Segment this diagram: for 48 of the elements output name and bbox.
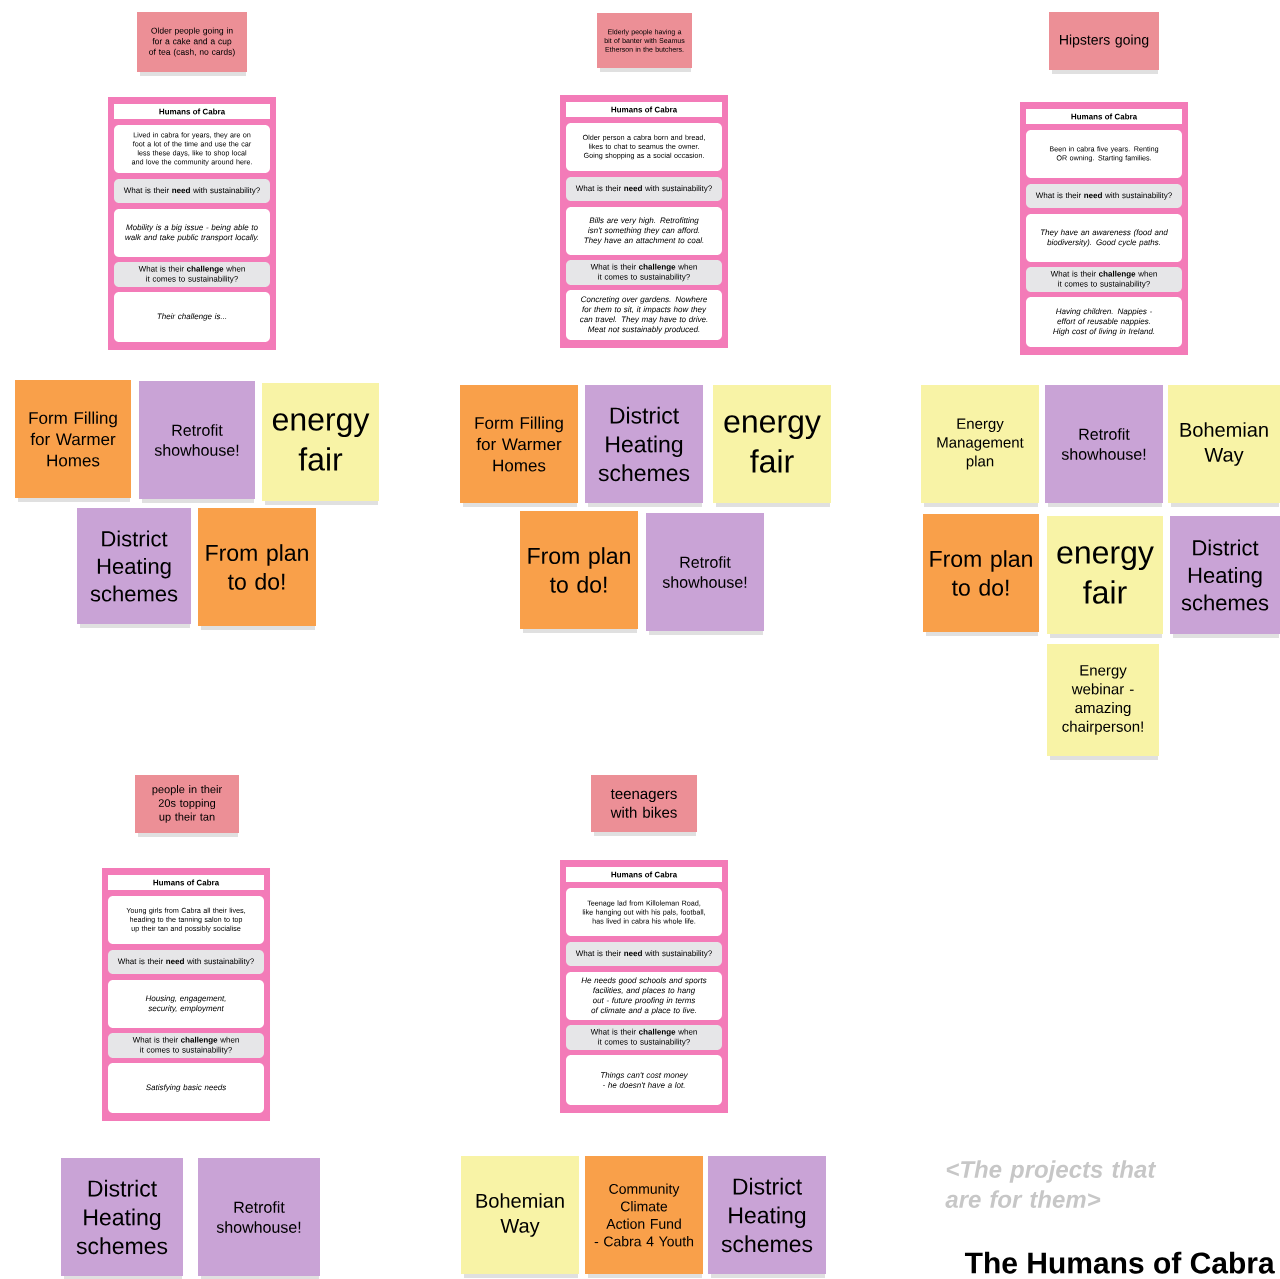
question-box: What is their need with sustainability? bbox=[114, 179, 270, 203]
sticky-note: From plan to do! bbox=[520, 511, 638, 629]
sticky-note: From plan to do! bbox=[198, 508, 316, 626]
question-box: What is their challenge when it comes to sustainability? bbox=[1026, 267, 1182, 292]
answer-box: Mobility is a big issue - being able to walk and take public transport locally. bbox=[114, 209, 270, 257]
sticky-note: Form Filling for Warmer Homes bbox=[15, 380, 131, 498]
sticky-note: Bohemian Way bbox=[1168, 385, 1280, 503]
question-box: What is their challenge when it comes to sustainability? bbox=[566, 260, 722, 285]
question-box: What is their challenge when it comes to sustainability? bbox=[566, 1025, 722, 1050]
subtitle-text: <The projects that are for them> bbox=[945, 1160, 1157, 1208]
title-text: The Humans of Cabra bbox=[964, 1251, 1275, 1274]
answer-box: Satisfying basic needs bbox=[108, 1063, 264, 1113]
sticky-note: Form Filling for Warmer Homes bbox=[460, 385, 578, 503]
sticky-note: Retrofit showhouse! bbox=[139, 381, 255, 499]
persona-note: people in their 20s topping up their tan bbox=[135, 775, 239, 833]
sticky-note: From plan to do! bbox=[923, 514, 1039, 632]
sticky-note: Retrofit showhouse! bbox=[646, 513, 764, 631]
sticky-note: energy fair bbox=[1047, 516, 1163, 634]
answer-box: Things can't cost money - he doesn't have a lot. bbox=[566, 1055, 722, 1105]
answer-box: Bills are very high. Retrofitting isn't something they can afford. They have an attachment to coal. bbox=[566, 207, 722, 255]
question-box: What is their need with sustainability? bbox=[566, 177, 722, 201]
persona-note: teenagers with bikes bbox=[591, 775, 697, 832]
sticky-note: District Heating schemes bbox=[61, 1158, 183, 1276]
question-box: What is their need with sustainability? bbox=[1026, 184, 1182, 208]
question-box: What is their challenge when it comes to sustainability? bbox=[114, 262, 270, 287]
sticky-note: District Heating schemes bbox=[1170, 516, 1280, 634]
sticky-note: Energy Management plan bbox=[921, 385, 1039, 503]
answer-box: He needs good schools and sports facilities, and places to hang out - future proofing in terms of climate and a place to live. bbox=[566, 972, 722, 1020]
answer-box: Their challenge is... bbox=[114, 292, 270, 342]
question-box: What is their need with sustainability? bbox=[566, 942, 722, 966]
sticky-note: District Heating schemes bbox=[77, 508, 191, 624]
question-box: What is their need with sustainability? bbox=[108, 950, 264, 974]
persona-note: Older people going in for a cake and a cup of tea (cash, no cards) bbox=[137, 12, 247, 72]
sticky-note: energy fair bbox=[713, 385, 831, 503]
answer-box: They have an awareness (food and biodiversity). Good cycle paths. bbox=[1026, 214, 1182, 262]
sticky-note: Retrofit showhouse! bbox=[1045, 385, 1163, 503]
persona-note: Hipsters going bbox=[1049, 12, 1159, 70]
sticky-note: District Heating schemes bbox=[708, 1156, 826, 1274]
sticky-note: Energy webinar - amazing chairperson! bbox=[1047, 644, 1159, 756]
sticky-note: Bohemian Way bbox=[461, 1156, 579, 1274]
sticky-note: Community Climate Action Fund - Cabra 4 Youth bbox=[585, 1156, 703, 1274]
sticky-note: Retrofit showhouse! bbox=[198, 1158, 320, 1276]
sticky-note: energy fair bbox=[262, 383, 379, 501]
answer-box: Concreting over gardens. Nowhere for them to sit, it impacts how they can travel. They may have to drive. Meat not sustainably produced. bbox=[566, 290, 722, 340]
sticky-note: District Heating schemes bbox=[585, 385, 703, 503]
answer-box: Housing, engagement, security, employment bbox=[108, 980, 264, 1028]
answer-box: Having children. Nappies - effort of reusable nappies. High cost of living in Ireland. bbox=[1026, 297, 1182, 347]
question-box: What is their challenge when it comes to sustainability? bbox=[108, 1033, 264, 1058]
